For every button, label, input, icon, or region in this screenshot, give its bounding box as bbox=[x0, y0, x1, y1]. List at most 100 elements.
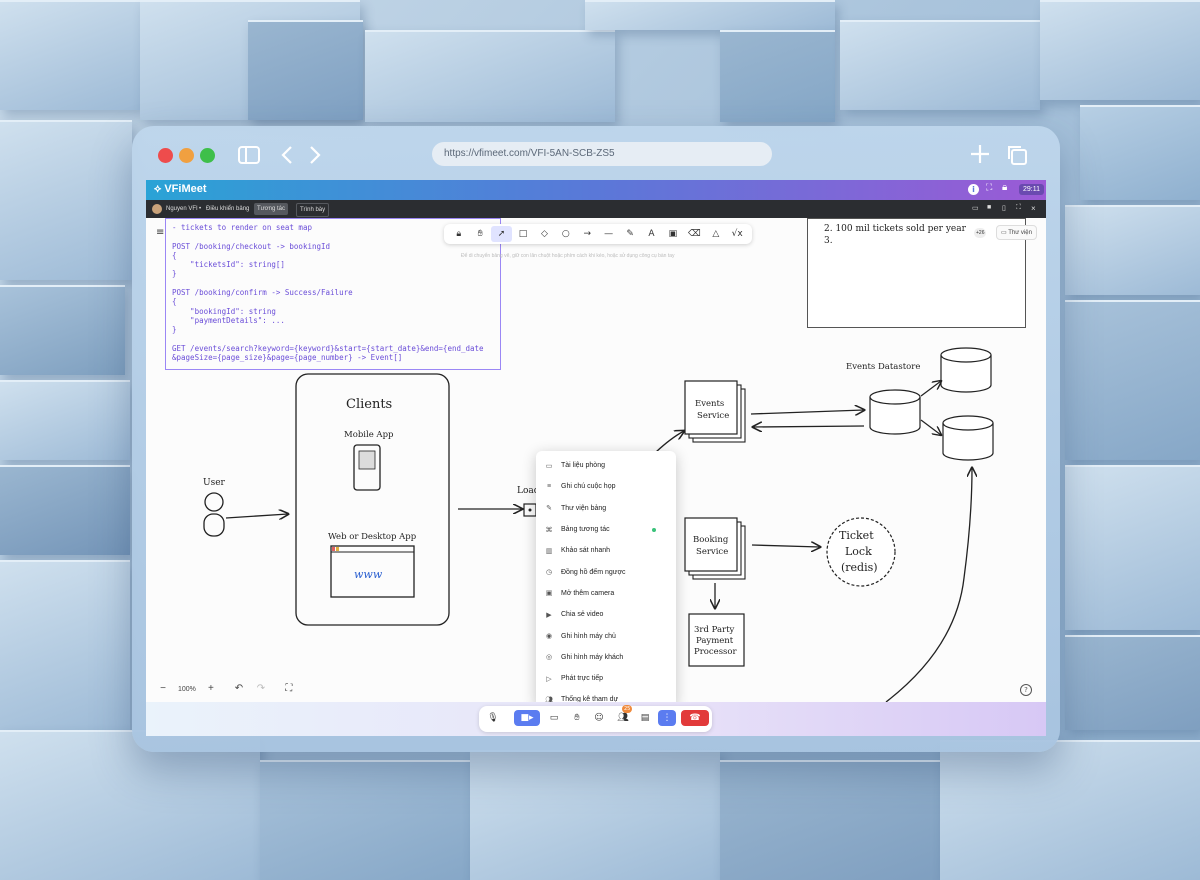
sidebar-toggle-icon[interactable] bbox=[238, 146, 260, 164]
logo-icon: ⟡ bbox=[154, 183, 162, 195]
menu-item[interactable]: ▷Phát trực tiếp bbox=[536, 668, 676, 689]
save-icon[interactable]: ■ bbox=[987, 204, 992, 211]
background-block bbox=[0, 120, 132, 280]
menu-item[interactable]: ▥Khảo sát nhanh bbox=[536, 540, 676, 561]
board-icon: ⌘ bbox=[545, 526, 553, 534]
menu-item[interactable]: ◎Ghi hình máy khách bbox=[536, 647, 676, 668]
code-line: { bbox=[172, 297, 177, 307]
separator: • bbox=[199, 206, 202, 212]
close-window-button[interactable] bbox=[158, 148, 173, 163]
menu-item-label: Thư viện bảng bbox=[561, 504, 607, 512]
code-line: "ticketsId": string[] bbox=[172, 260, 285, 270]
hamburger-menu-icon[interactable]: ≡ bbox=[156, 227, 165, 238]
image-tool-icon[interactable]: ▣ bbox=[668, 229, 678, 239]
record-icon: ◉ bbox=[545, 633, 553, 641]
diamond-tool-icon[interactable]: ◇ bbox=[540, 229, 548, 239]
menu-item[interactable]: ◉Ghi hình máy chủ bbox=[536, 625, 676, 646]
menu-item[interactable]: ✎Thư viện bảng bbox=[536, 498, 676, 519]
background-block bbox=[1065, 205, 1200, 295]
background-block bbox=[0, 730, 260, 880]
camera-icon: ▣ bbox=[545, 590, 553, 598]
poll-icon: ▥ bbox=[545, 547, 553, 555]
shapes-tool-icon[interactable]: △ bbox=[712, 229, 720, 239]
arrow-tool-icon[interactable]: → bbox=[583, 229, 592, 239]
camera-button[interactable]: ■▸ bbox=[514, 710, 540, 726]
zoom-out-button[interactable]: − bbox=[160, 683, 166, 694]
emoji-icon[interactable]: ☺ bbox=[594, 713, 604, 723]
menu-item[interactable]: ▭Tài liệu phòng bbox=[536, 455, 676, 476]
booking-service-label: Booking bbox=[693, 535, 729, 545]
back-arrow-icon[interactable] bbox=[280, 145, 294, 165]
undo-button[interactable]: ↶ bbox=[234, 683, 244, 694]
mic-muted-icon[interactable]: 🎙︎ bbox=[487, 713, 499, 723]
requirements-note[interactable]: 2. 100 mil tickets sold per year 3. bbox=[807, 218, 1026, 328]
presenter-name: Nguyen VFI bbox=[166, 206, 198, 212]
library-button[interactable]: ▭ Thư viện bbox=[996, 225, 1037, 240]
load-balancer-label: Load bbox=[517, 486, 540, 496]
menu-item[interactable]: ▣Mở thêm camera bbox=[536, 583, 676, 604]
code-line: GET /events/search?keyword={keyword}&sta… bbox=[172, 343, 484, 353]
background-block bbox=[1065, 300, 1200, 460]
board-control-bar: Nguyen VFI • Điều khiển bảng Tương tác T… bbox=[146, 200, 1046, 218]
chat-icon[interactable]: ▤ bbox=[640, 713, 650, 723]
menu-item-label: Đồng hồ đếm ngược bbox=[561, 568, 626, 576]
ellipse-tool-icon[interactable]: ○ bbox=[561, 229, 570, 239]
url-bar[interactable]: https://vfimeet.com/VFI-5AN-SCB-ZS5 bbox=[432, 142, 772, 166]
clock-icon: ◷ bbox=[545, 569, 553, 577]
new-tab-icon[interactable] bbox=[970, 144, 990, 164]
app-logo: ⟡ VFiMeet bbox=[154, 183, 207, 196]
maximize-window-button[interactable] bbox=[200, 148, 215, 163]
menu-item[interactable]: 👥︎Thống kê tham dự bbox=[536, 689, 676, 710]
hand-tool-icon[interactable]: ✋︎ bbox=[477, 229, 483, 239]
zoom-in-button[interactable]: + bbox=[207, 683, 214, 694]
help-icon[interactable]: ? bbox=[1020, 684, 1032, 696]
menu-item[interactable]: ≡Ghi chú cuộc họp bbox=[536, 476, 676, 497]
note-line: 3. bbox=[824, 236, 833, 246]
redo-button[interactable]: ↷ bbox=[256, 683, 266, 694]
lock-icon[interactable]: 🔒︎ bbox=[1002, 182, 1008, 193]
note-line: 2. 100 mil tickets sold per year bbox=[824, 224, 966, 234]
info-icon[interactable]: i bbox=[968, 184, 979, 195]
screen-share-icon[interactable]: ▭ bbox=[549, 713, 559, 723]
background-block bbox=[720, 30, 835, 122]
menu-item[interactable]: ▶Chia sẻ video bbox=[536, 604, 676, 625]
eraser-tool-icon[interactable]: ⌫ bbox=[687, 229, 701, 239]
call-controls-bar: 🎙︎ ■▸ ▭ ✋︎ ☺ 👥︎ 25 ▤ ⋮ ☎︎ bbox=[146, 702, 1046, 736]
tab-present[interactable]: Trình bày bbox=[296, 203, 330, 217]
close-icon[interactable]: × bbox=[1031, 204, 1036, 213]
pencil-tool-icon[interactable]: ✎ bbox=[626, 229, 634, 239]
clients-box bbox=[295, 373, 450, 626]
rectangle-tool-icon[interactable]: □ bbox=[518, 229, 528, 239]
formula-tool-icon[interactable]: √x bbox=[731, 229, 743, 239]
fullscreen-icon[interactable]: ⛶ bbox=[986, 183, 993, 193]
menu-item-label: Bảng tương tác bbox=[561, 526, 610, 534]
tab-interactive[interactable]: Tương tác bbox=[254, 203, 288, 215]
end-call-button[interactable]: ☎︎ bbox=[681, 710, 709, 726]
fit-screen-button[interactable]: ⛶ bbox=[285, 683, 293, 694]
text-tool-icon[interactable]: A bbox=[648, 229, 655, 239]
ticket-lock-label: Lock bbox=[845, 545, 872, 558]
screen-icon[interactable]: ▭ bbox=[972, 205, 979, 212]
line-tool-icon[interactable]: — bbox=[604, 229, 614, 239]
expand-icon[interactable]: ⛶ bbox=[1016, 204, 1021, 211]
mobile-device-icon bbox=[353, 444, 381, 491]
background-block bbox=[470, 750, 720, 880]
code-line: - tickets to render on seat map bbox=[172, 223, 312, 232]
menu-item[interactable]: ◷ Đồng hồ đếm ngược bbox=[536, 561, 676, 582]
collaborators-badge[interactable]: +26 bbox=[974, 228, 987, 238]
live-icon: ▷ bbox=[546, 675, 552, 683]
tabs-overview-icon[interactable] bbox=[1006, 144, 1028, 166]
trash-icon[interactable]: ▯ bbox=[1002, 205, 1006, 212]
background-block bbox=[0, 465, 130, 555]
forward-arrow-icon[interactable] bbox=[308, 145, 322, 165]
menu-item[interactable]: ⌘ Bảng tương tác bbox=[536, 519, 676, 540]
select-tool-icon[interactable]: ➚ bbox=[490, 226, 513, 242]
background-block bbox=[248, 20, 363, 120]
minimize-window-button[interactable] bbox=[179, 148, 194, 163]
lock-tool-icon[interactable]: 🔒︎ bbox=[456, 229, 462, 239]
participants-icon[interactable]: 👥︎ bbox=[617, 713, 629, 723]
raise-hand-icon[interactable]: ✋︎ bbox=[574, 713, 580, 723]
more-options-button[interactable]: ⋮ bbox=[658, 710, 676, 726]
